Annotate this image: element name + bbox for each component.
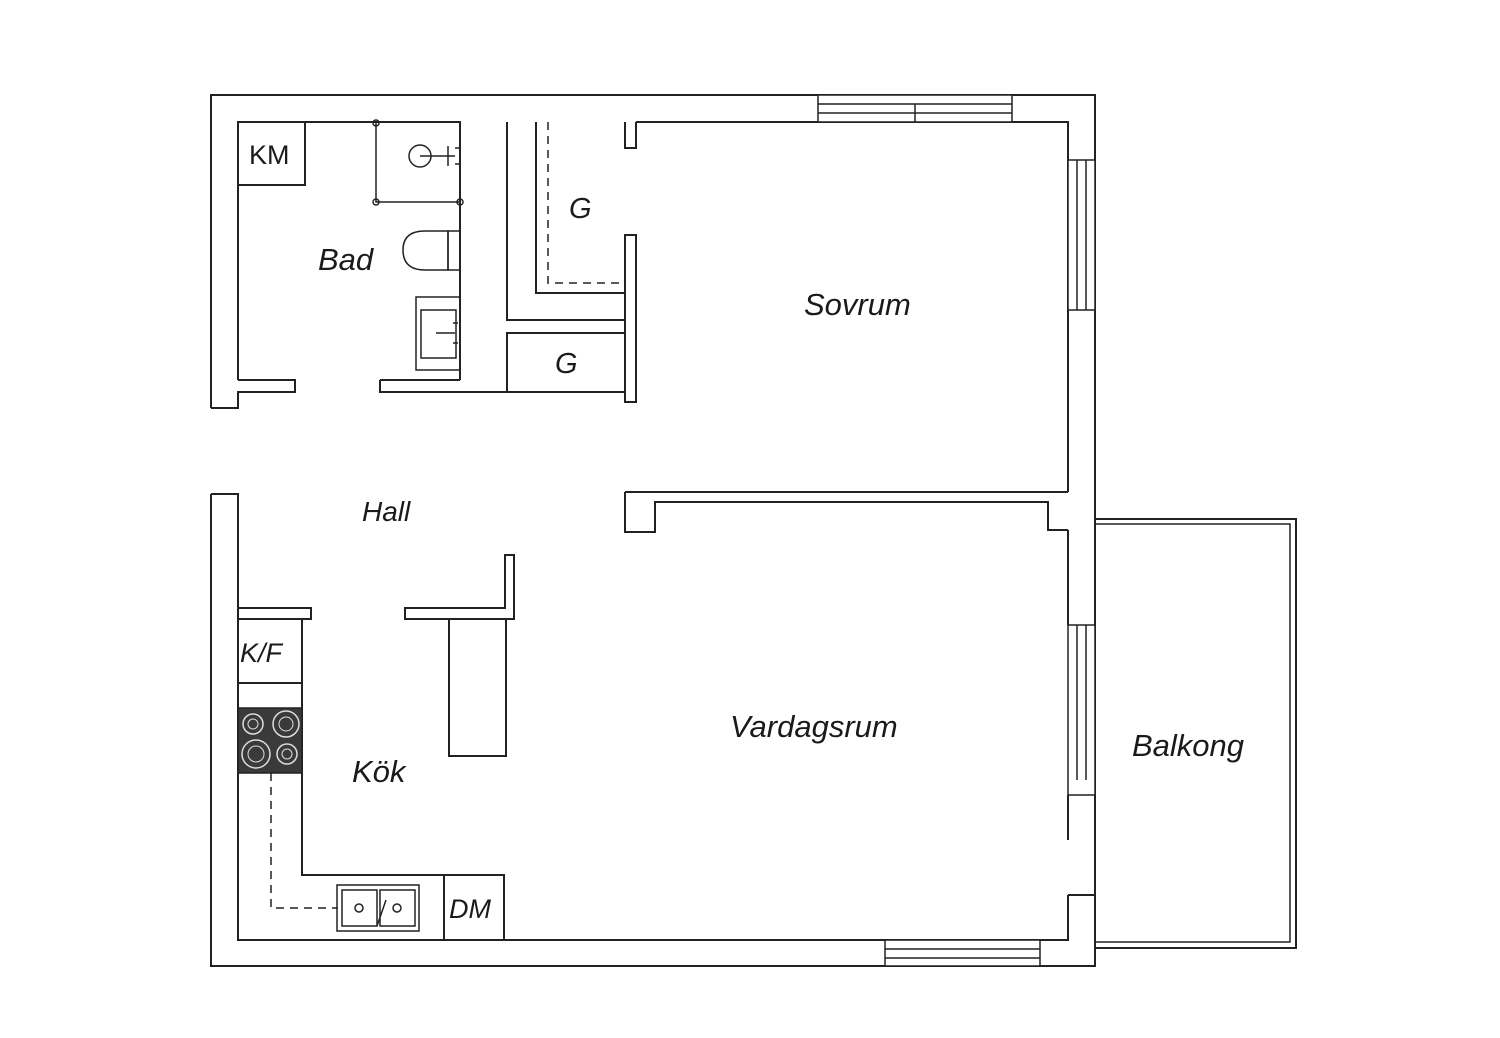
room-label-kok: Kök [352, 754, 407, 789]
closets [506, 122, 637, 403]
closet-lower-box [506, 332, 626, 393]
balcony [1068, 518, 1297, 949]
outer-walls [210, 94, 1096, 967]
fixture-label-g-upper: G [569, 193, 592, 225]
room-label-bad: Bad [318, 242, 375, 277]
room-label-balkong: Balkong [1132, 728, 1244, 763]
toilet-icon [402, 230, 461, 271]
fixture-label-g-lower: G [555, 348, 578, 380]
stove-icon [237, 707, 303, 774]
kitchen [237, 554, 515, 941]
fixture-label-dm: DM [449, 894, 491, 924]
kitchen-island [448, 618, 507, 757]
room-label-vardagsrum: Vardagsrum [730, 709, 898, 744]
shower-icon [372, 119, 464, 206]
kf-box [237, 618, 303, 684]
fixture-label-km: KM [249, 140, 290, 170]
room-label-hall: Hall [362, 496, 411, 527]
washbasin-icon [415, 296, 461, 371]
entry-opening [205, 379, 296, 608]
sink-icon [336, 884, 420, 932]
km-box [237, 121, 306, 186]
dm-box [443, 874, 505, 941]
room-label-sovrum: Sovrum [804, 287, 911, 322]
window-icon [817, 94, 1096, 967]
divider-wall [624, 491, 1068, 533]
fixture-label-kf: K/F [240, 638, 284, 668]
